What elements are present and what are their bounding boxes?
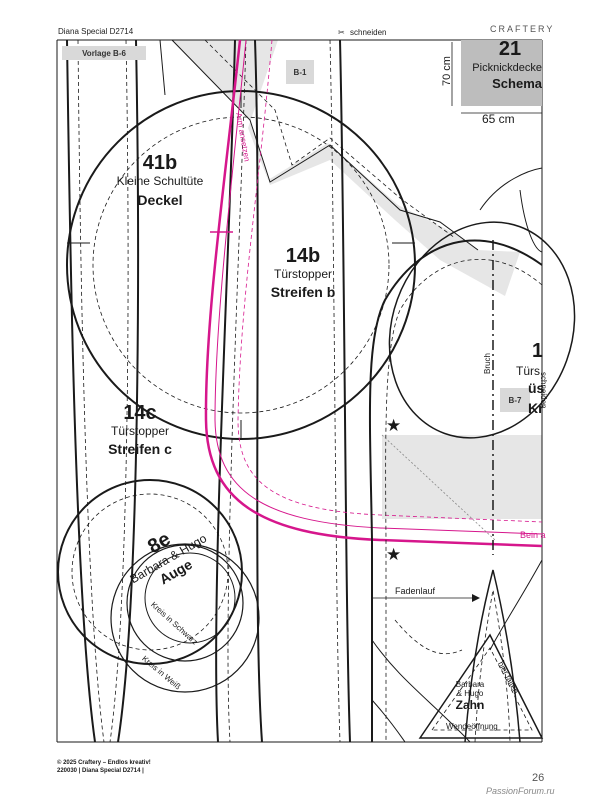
circle-8e-pupil <box>144 552 236 644</box>
circle-8e-inner-dash <box>71 493 229 651</box>
diagonal-dotted <box>381 434 496 541</box>
circle-8e-white <box>110 543 260 693</box>
zahn-name-1: Barbara <box>455 680 485 689</box>
piece-right-part2: Kr <box>528 400 544 416</box>
strip-line-5 <box>339 39 351 743</box>
piece-41b-part: Deckel <box>137 192 183 208</box>
schema-height: 70 cm <box>441 56 453 86</box>
strip-line-3-dash <box>227 39 247 743</box>
footer-issue: 220030 | Diana Special D2714 | <box>57 768 144 774</box>
tooth-curve <box>464 569 521 743</box>
zahn-name-2: & Hugo <box>456 689 484 698</box>
right-mid-curve <box>489 559 543 651</box>
bein-note: Bein a <box>520 530 546 540</box>
right-piece-outline <box>368 239 543 742</box>
scissors-icon: ✂ <box>338 28 345 37</box>
template-tab-main: Vorlage B-6 <box>62 46 146 60</box>
page-number: 26 <box>532 772 545 784</box>
piece-14b-label: 14b Türstopper Streifen b <box>258 245 348 301</box>
schema-title: Picknickdecke <box>472 62 542 74</box>
cut-label: schneiden <box>350 28 387 37</box>
shaded-region-right <box>382 435 542 519</box>
piece-41b-number: 41b <box>142 152 178 174</box>
circle-8e-outer <box>57 479 243 665</box>
magenta-arm-line <box>204 39 543 548</box>
right-bottom-curve-2 <box>371 699 406 743</box>
strip-line-5-dash <box>329 39 341 743</box>
piece-14b-part: Streifen b <box>270 284 336 300</box>
right-mid-curve-dash <box>394 619 463 654</box>
magazine-label: Diana Special D2714 <box>58 27 134 36</box>
schema-number: 21 <box>498 38 522 60</box>
watermark: PassionForum.ru <box>486 786 555 796</box>
strip-line-1-dash <box>77 39 105 743</box>
right-piece-oval <box>388 221 576 439</box>
strip-line-1 <box>66 39 96 743</box>
zahn-triangle <box>418 633 544 739</box>
piece-14b-name: Türstopper <box>273 267 333 281</box>
bruch-note: Bruch <box>483 353 492 374</box>
fadenlauf-note: Fadenlauf <box>395 586 436 596</box>
star-icon: ★ <box>386 416 402 435</box>
strip-line-2-dash <box>109 39 129 743</box>
template-tab-top: B-1 <box>286 60 314 84</box>
piece-14c-label: 14c Türstopper Streifen c <box>95 402 185 458</box>
magenta-arm-line-inner <box>214 39 543 535</box>
star-icon: ★ <box>386 545 402 564</box>
template-tab-right: B-7 <box>500 388 530 412</box>
piece-right-part1: üs <box>528 380 545 396</box>
schneiden-side-note: schneiden <box>539 372 548 409</box>
wendeoeffnung-note: Wendeöffnung <box>446 722 498 731</box>
magenta-dash-line <box>237 39 543 523</box>
zahn-part: Zahn <box>455 698 485 712</box>
piece-41b-label: 41b Kleine Schultüte Deckel <box>100 152 220 209</box>
piece-right-name: Türs <box>516 364 540 378</box>
zigzag-line <box>171 39 479 251</box>
piece-41b-name: Kleine Schultüte <box>116 174 204 188</box>
zahn-triangle-dash <box>431 647 533 731</box>
piece-right-number: 1 <box>532 340 544 362</box>
fadenlauf-arrow-head <box>472 594 480 602</box>
strip-line-6 <box>159 39 166 96</box>
brand-logo: CRAFTERY <box>490 24 555 34</box>
strip-line-2 <box>117 39 140 743</box>
right-top-arc-2 <box>519 189 543 253</box>
schema-subtitle: Schema <box>492 76 542 91</box>
strip-line-3 <box>215 39 236 743</box>
schema-width: 65 cm <box>482 112 515 126</box>
piece-14c-name: Türstopper <box>110 424 170 438</box>
piece-14c-number: 14c <box>123 402 157 424</box>
right-piece-inner-dash <box>385 259 543 742</box>
right-bottom-curve <box>371 639 471 743</box>
zahn-label: Barbara & Hugo Zahn <box>440 680 500 712</box>
tooth-curve-dash <box>474 589 511 743</box>
schema-box <box>461 40 542 106</box>
footer-copyright: © 2025 Craftery – Endlos kreativ! <box>57 760 151 766</box>
piece-14c-part: Streifen c <box>108 441 172 457</box>
right-top-arc <box>479 167 543 211</box>
circle-41b-inner <box>92 116 390 414</box>
piece-14b-number: 14b <box>285 245 321 267</box>
circle-8e-black <box>126 544 244 662</box>
shaded-region-top <box>172 40 520 296</box>
strip-line-4 <box>254 39 263 743</box>
